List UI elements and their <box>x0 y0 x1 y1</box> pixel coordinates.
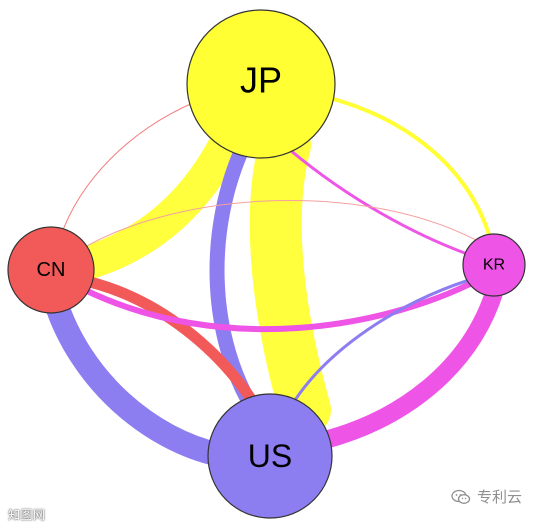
link-cn-kr-magenta <box>83 277 480 333</box>
link-kr-us-magenta <box>322 287 504 449</box>
nodes-layer: JP CN KR US <box>7 9 526 519</box>
link-jp-cn-red <box>59 101 196 239</box>
link-jp-cn-yellow <box>63 123 245 282</box>
link-cn-kr-red <box>79 199 486 251</box>
link-cn-us-purple <box>43 296 223 467</box>
node-us-label: US <box>248 438 292 474</box>
node-us-circle <box>207 393 333 519</box>
node-kr: KR <box>462 233 526 297</box>
links-layer <box>43 96 504 467</box>
link-jp-kr-magenta <box>289 148 471 257</box>
watermark-left: 知图网 <box>8 508 46 522</box>
link-cn-us-red <box>88 276 260 408</box>
node-jp-circle <box>186 9 336 159</box>
node-kr-circle <box>462 233 526 297</box>
node-cn: CN <box>7 226 95 314</box>
link-kr-us-purple <box>288 274 483 409</box>
node-jp-label: JP <box>240 60 282 101</box>
wechat-icon <box>451 489 471 504</box>
node-us: US <box>207 393 333 519</box>
node-cn-circle <box>7 226 95 314</box>
watermark-right: 专利云 <box>451 486 522 507</box>
link-jp-us-yellow <box>249 119 331 436</box>
link-jp-kr-yellow <box>329 96 492 239</box>
node-kr-label: KR <box>483 257 505 274</box>
watermark-right-text: 专利云 <box>476 488 522 506</box>
node-jp: JP <box>186 9 336 159</box>
node-cn-label: CN <box>37 259 66 281</box>
